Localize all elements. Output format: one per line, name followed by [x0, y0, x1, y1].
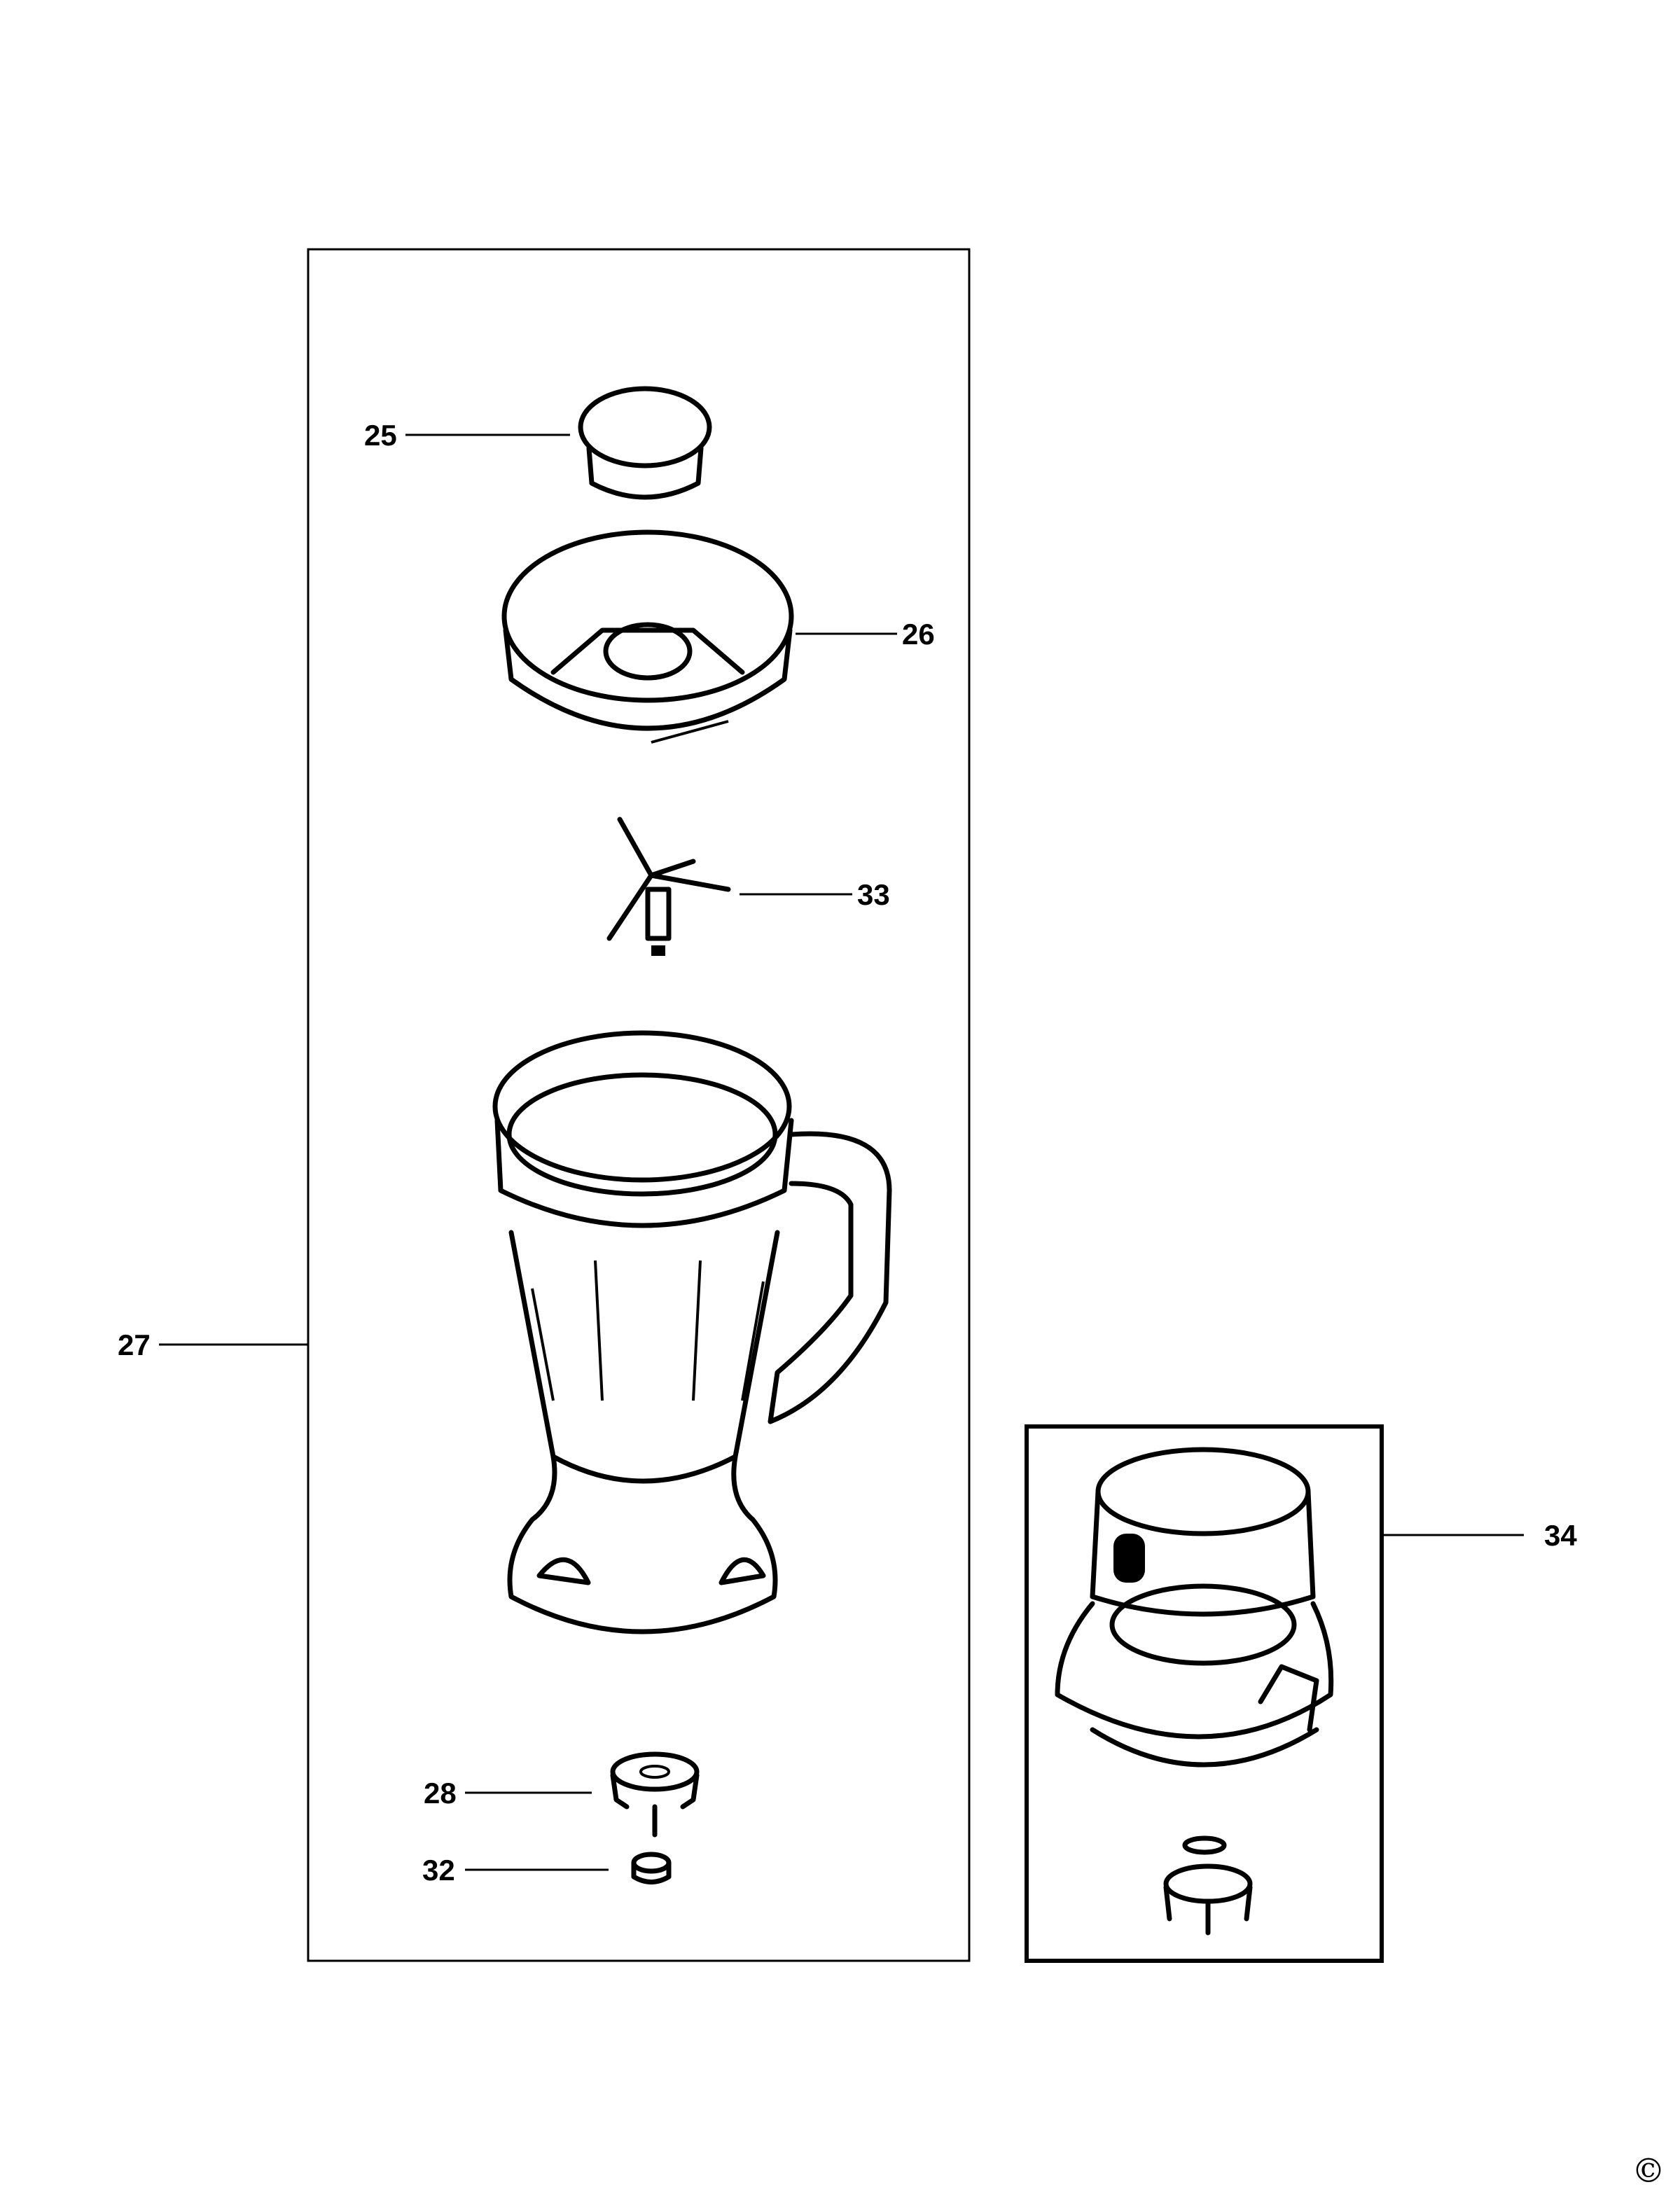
part-28-coupling[interactable]: [610, 1751, 700, 1838]
part-26-lid[interactable]: [501, 529, 794, 744]
copyright-symbol: ©: [1632, 2151, 1665, 2190]
callout-33[interactable]: 33: [857, 878, 890, 911]
jug-assembly-frame: [307, 248, 971, 1962]
callout-34[interactable]: 34: [1544, 1519, 1577, 1552]
part-33-blade-assembly[interactable]: [606, 817, 731, 956]
part-25-lid-cap[interactable]: [578, 386, 712, 500]
part-34-mill-attachment[interactable]: [1055, 1447, 1334, 1936]
part-32-seal[interactable]: [631, 1852, 672, 1884]
part-27-jug[interactable]: [492, 1030, 892, 1634]
callout-25[interactable]: 25: [364, 419, 397, 452]
callout-26[interactable]: 26: [902, 618, 935, 651]
callout-27[interactable]: 27: [118, 1328, 151, 1361]
callout-28[interactable]: 28: [424, 1777, 457, 1810]
callout-32[interactable]: 32: [422, 1854, 455, 1887]
mill-attachment-frame: [1025, 1424, 1384, 1963]
